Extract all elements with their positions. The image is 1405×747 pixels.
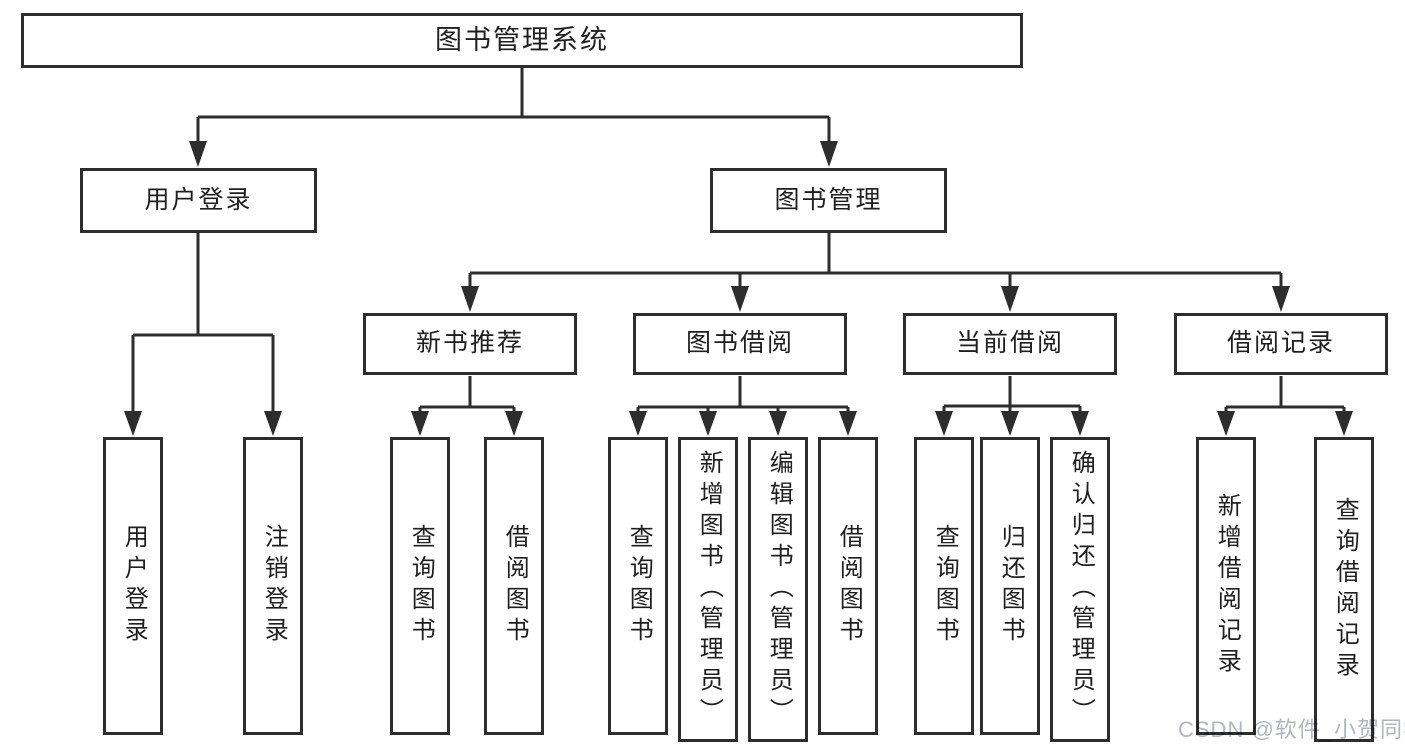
leaf-query-books: 查询图书	[390, 437, 450, 735]
node-user-login: 用户登录	[80, 168, 317, 233]
leaf-query-borrow-record: 查询借阅记录	[1314, 437, 1374, 742]
leaf-return-books: 归还图书	[980, 437, 1040, 735]
node-borrow-records: 借阅记录	[1174, 313, 1388, 375]
leaf-add-books-admin: 新增图书（管理员）	[678, 437, 738, 742]
arrow-down-icons	[124, 141, 1353, 436]
node-book-management: 图书管理	[710, 168, 947, 233]
leaf-add-borrow-record: 新增借阅记录	[1196, 437, 1256, 735]
csdn-watermark: CSDN @软件_小贺同学	[1178, 717, 1405, 742]
leaf-logout: 注销登录	[243, 437, 303, 735]
node-current-borrowing: 当前借阅	[903, 313, 1117, 375]
node-book-borrowing: 图书借阅	[633, 313, 847, 375]
node-library-system: 图书管理系统	[21, 13, 1023, 68]
leaf-edit-books-admin: 编辑图书（管理员）	[748, 437, 808, 742]
leaf-confirm-return-admin: 确认归还（管理员）	[1050, 437, 1110, 742]
leaf-query-books: 查询图书	[914, 437, 974, 735]
node-new-book-recommend: 新书推荐	[363, 313, 577, 375]
leaf-borrow-books: 借阅图书	[484, 437, 544, 735]
leaf-borrow-books: 借阅图书	[818, 437, 878, 735]
leaf-query-books: 查询图书	[608, 437, 668, 735]
leaf-user-login: 用户登录	[103, 437, 163, 735]
